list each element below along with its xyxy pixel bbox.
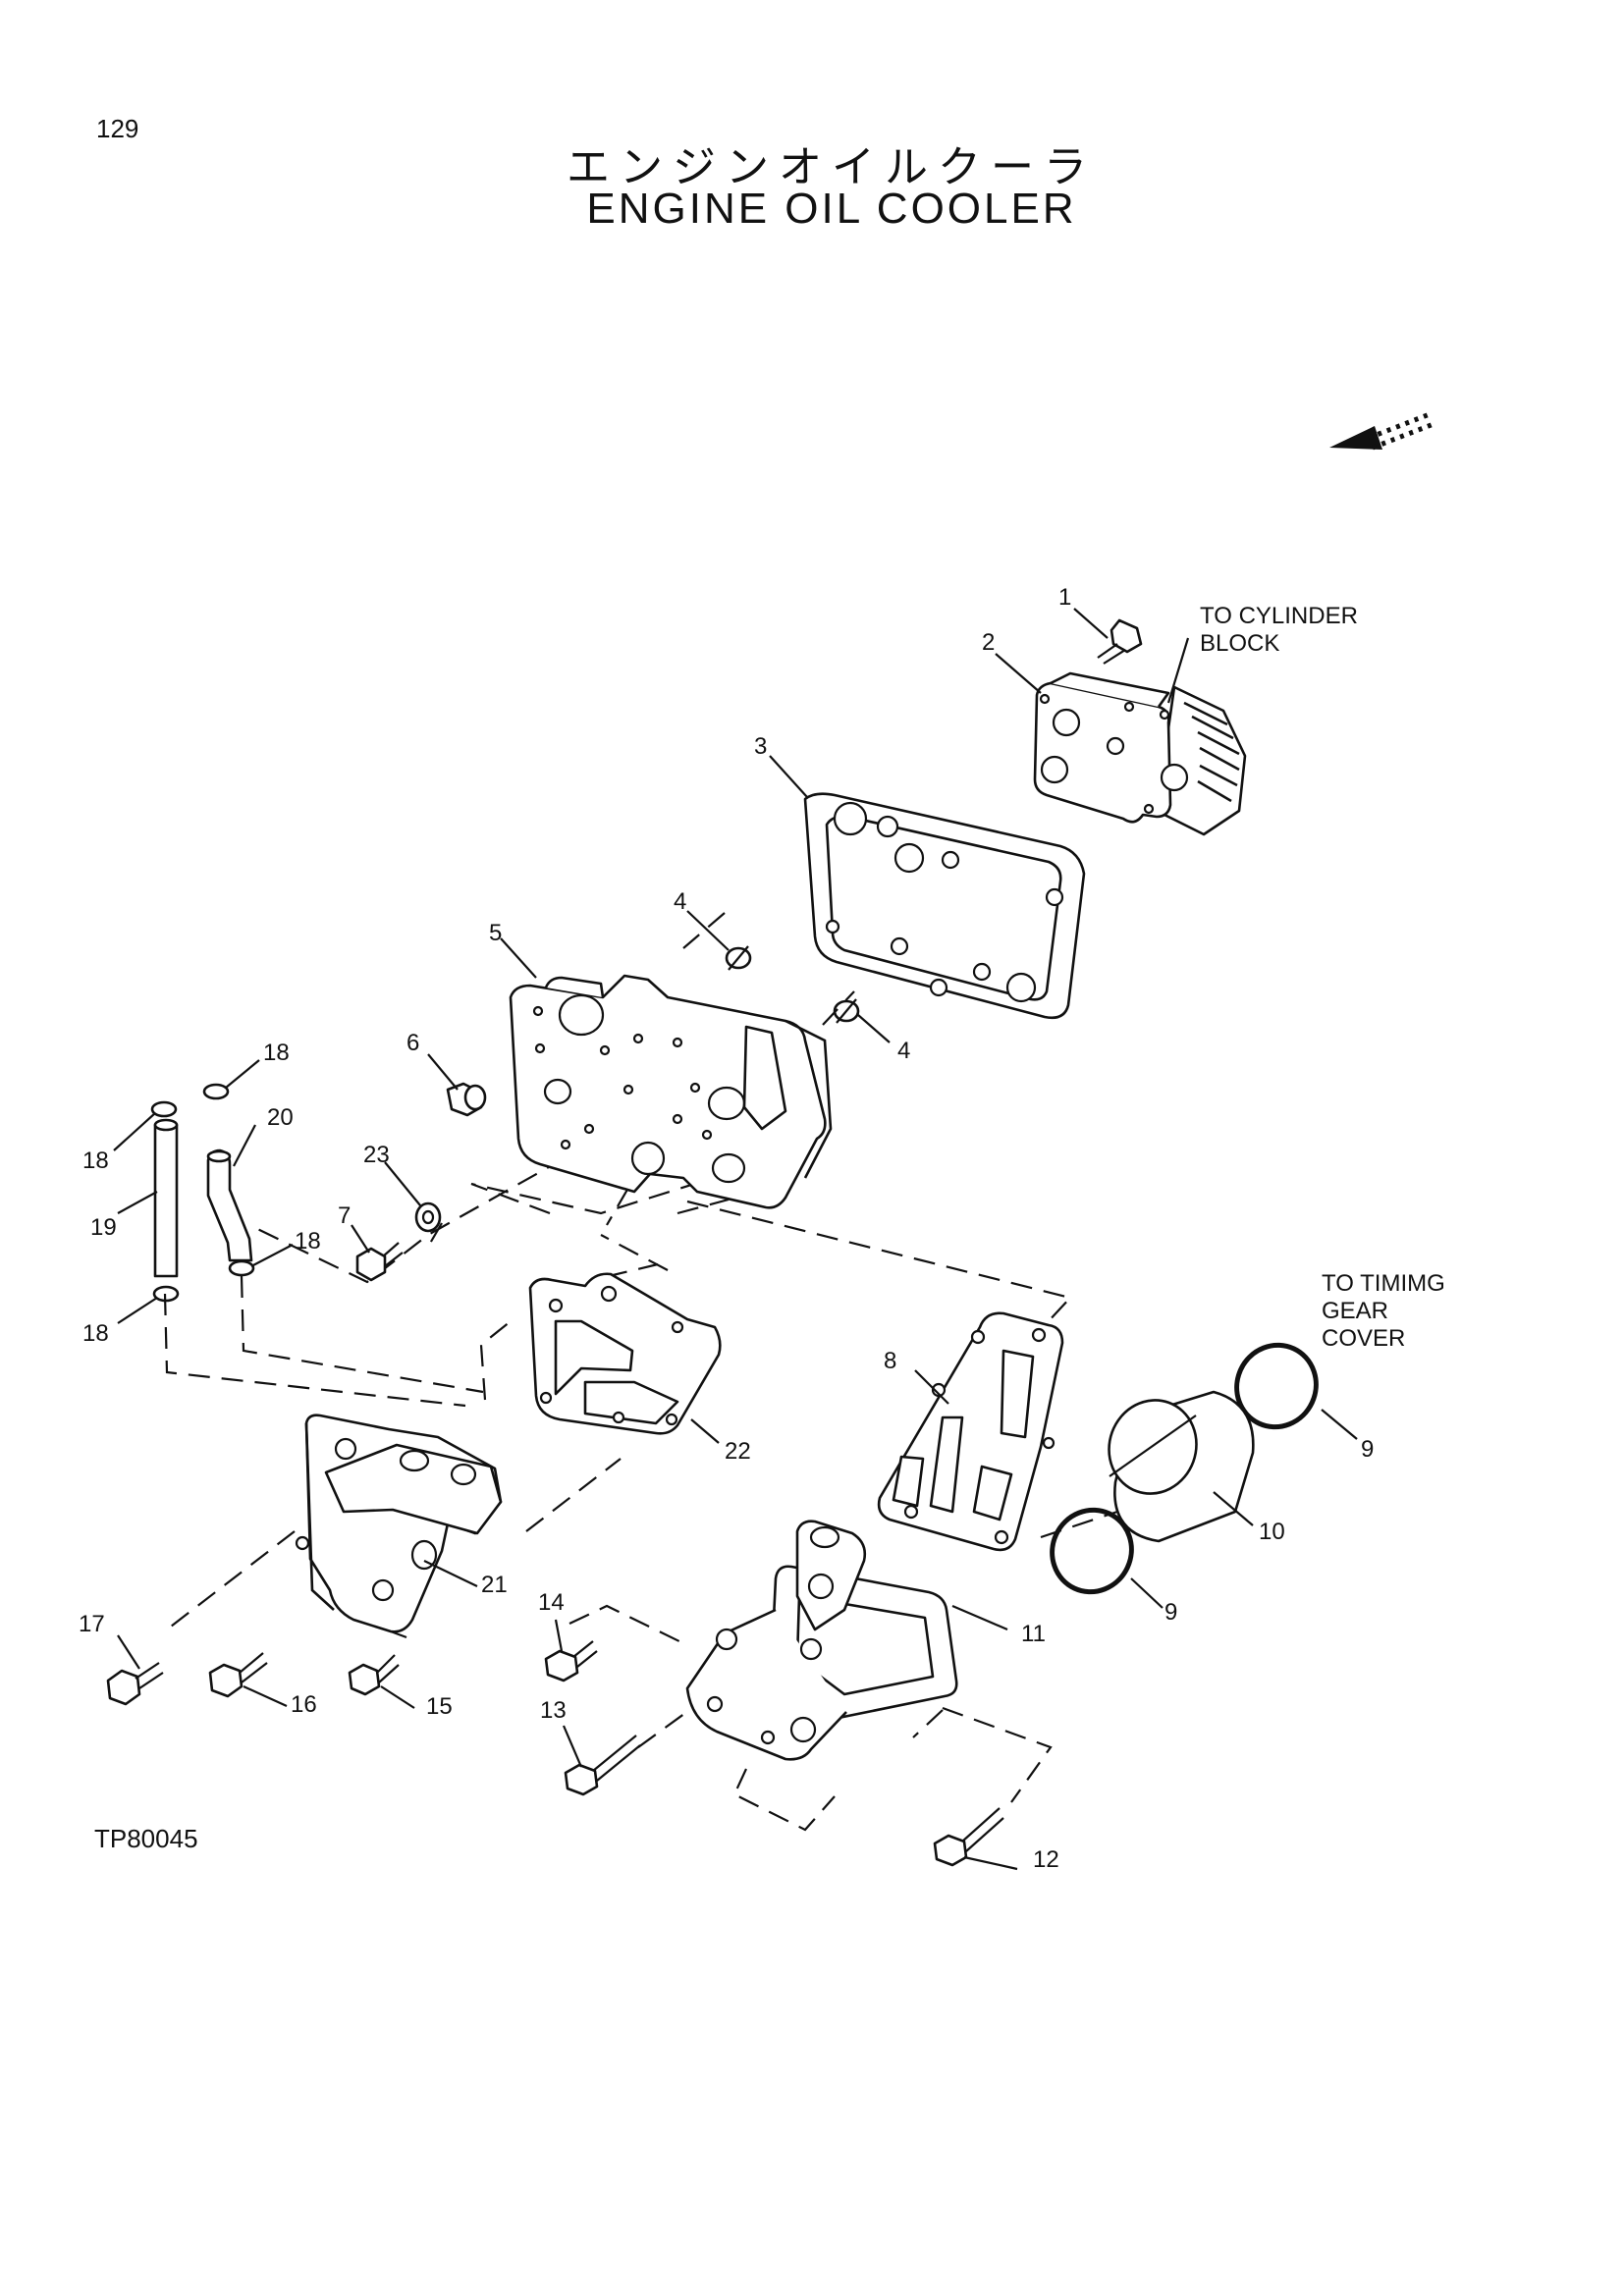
callout-23: 23	[363, 1142, 390, 1168]
note-to-cylinder-block: TO CYLINDER BLOCK	[1200, 603, 1358, 657]
part-4-o-ring	[725, 945, 860, 1024]
callout-5: 5	[489, 920, 502, 946]
part-6-plug	[446, 1082, 487, 1117]
callout-1: 1	[1058, 584, 1071, 611]
callout-4: 4	[674, 888, 686, 915]
callout-14: 14	[538, 1589, 565, 1616]
note-to-timing-gear-cover: TO TIMIMG GEAR COVER	[1322, 1270, 1445, 1352]
page-title-japanese: エンジンオイルクーラ	[567, 142, 1097, 192]
part-8-gasket	[877, 1311, 1064, 1552]
callout-2: 2	[982, 629, 995, 656]
drawing-code: TP80045	[94, 1824, 198, 1853]
part-17-bolt	[106, 1662, 164, 1706]
part-23-washer	[414, 1201, 442, 1233]
part-5-housing	[509, 974, 833, 1209]
callout-18: 18	[82, 1320, 109, 1347]
part-7-bolt	[355, 1242, 404, 1282]
callout-4: 4	[897, 1038, 910, 1064]
part-12-bolt	[933, 1807, 1004, 1867]
callout-labels: 1 2 3 4 4 5 6 7 8 9 9 10 11 12 13 14 15 …	[79, 584, 1374, 1873]
part-16-bolt	[208, 1652, 268, 1698]
part-15-bolt	[348, 1654, 400, 1696]
part-1-bolt	[1097, 618, 1143, 665]
part-19-tube	[153, 1118, 179, 1278]
callout-12: 12	[1033, 1846, 1059, 1873]
callout-8: 8	[884, 1348, 896, 1374]
callout-18: 18	[82, 1148, 109, 1174]
part-22-gasket	[528, 1272, 722, 1435]
callout-7: 7	[338, 1202, 351, 1229]
callout-22: 22	[725, 1438, 751, 1465]
callout-11: 11	[1021, 1621, 1046, 1647]
callout-10: 10	[1259, 1519, 1285, 1545]
part-14-bolt	[544, 1640, 598, 1682]
callout-6: 6	[406, 1030, 419, 1056]
callout-18: 18	[295, 1228, 321, 1255]
page-number: 129	[96, 114, 139, 143]
part-3-gasket	[803, 792, 1086, 1020]
part-2-oil-cooler	[1033, 671, 1247, 836]
callout-13: 13	[540, 1697, 567, 1724]
part-21-adapter	[295, 1414, 503, 1633]
page-title: ENGINE OIL COOLER	[586, 185, 1077, 233]
callout-20: 20	[267, 1104, 294, 1131]
part-10-filter	[1108, 1390, 1255, 1543]
callout-9: 9	[1361, 1436, 1374, 1463]
callout-21: 21	[481, 1572, 508, 1598]
leader-lines	[113, 608, 1358, 1871]
front-direction-arrow	[1329, 411, 1435, 451]
part-20-tube	[206, 1148, 253, 1262]
callout-3: 3	[754, 733, 767, 760]
part-18-o-ring	[150, 1083, 255, 1303]
part-13-bolt	[564, 1735, 641, 1796]
callout-15: 15	[426, 1693, 453, 1720]
callout-19: 19	[90, 1214, 117, 1241]
callout-17: 17	[79, 1611, 105, 1637]
callout-9: 9	[1164, 1599, 1177, 1626]
part-11-filter-head	[685, 1520, 958, 1761]
callout-18: 18	[263, 1040, 290, 1066]
callout-16: 16	[291, 1691, 317, 1718]
part-9-seal-ring	[1050, 1342, 1319, 1595]
